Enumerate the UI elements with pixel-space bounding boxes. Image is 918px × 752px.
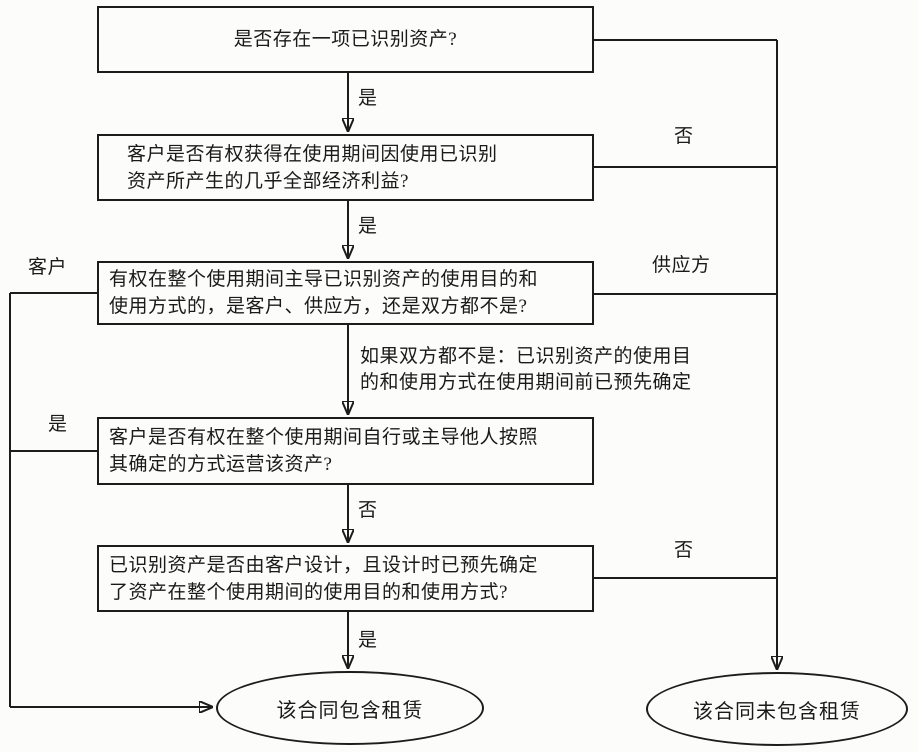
label-q5-no: 否 — [674, 540, 694, 561]
label-q3-customer: 客户 — [28, 257, 68, 278]
node-q3-who-directs-use: 有权在整个使用期间主导已识别资产的使用目的和 使用方式的，是客户、供应方，还是双… — [97, 261, 594, 325]
label-q1-yes: 是 — [358, 88, 378, 109]
node-q5-designed-by-customer: 已识别资产是否由客户设计，且设计时已预先确定 了资产在整个使用期间的使用目的和使… — [97, 545, 594, 612]
label-q5-yes: 是 — [358, 630, 378, 651]
node-end-contains-lease: 该合同包含租赁 — [216, 671, 484, 745]
label-q4-yes: 是 — [48, 414, 68, 435]
label-q3-supplier: 供应方 — [652, 255, 711, 276]
label-q3-neither-note: 如果双方都不是：已识别资产的使用目 的和使用方式在使用期间前已预先确定 — [360, 346, 692, 393]
node-q2-economic-benefits: 客户是否有权获得在使用期间因使用已识别 资产所产生的几乎全部经济利益? — [97, 134, 594, 201]
node-q4-operate-asset: 客户是否有权在整个使用期间自行或主导他人按照 其确定的方式运营该资产? — [97, 417, 594, 485]
label-right-no: 否 — [674, 126, 694, 147]
label-q4-no: 否 — [358, 500, 378, 521]
label-q2-yes: 是 — [358, 216, 378, 237]
node-q1-identified-asset: 是否存在一项已识别资产? — [97, 6, 594, 73]
node-end-not-contains-lease: 该合同未包含租赁 — [646, 672, 908, 746]
